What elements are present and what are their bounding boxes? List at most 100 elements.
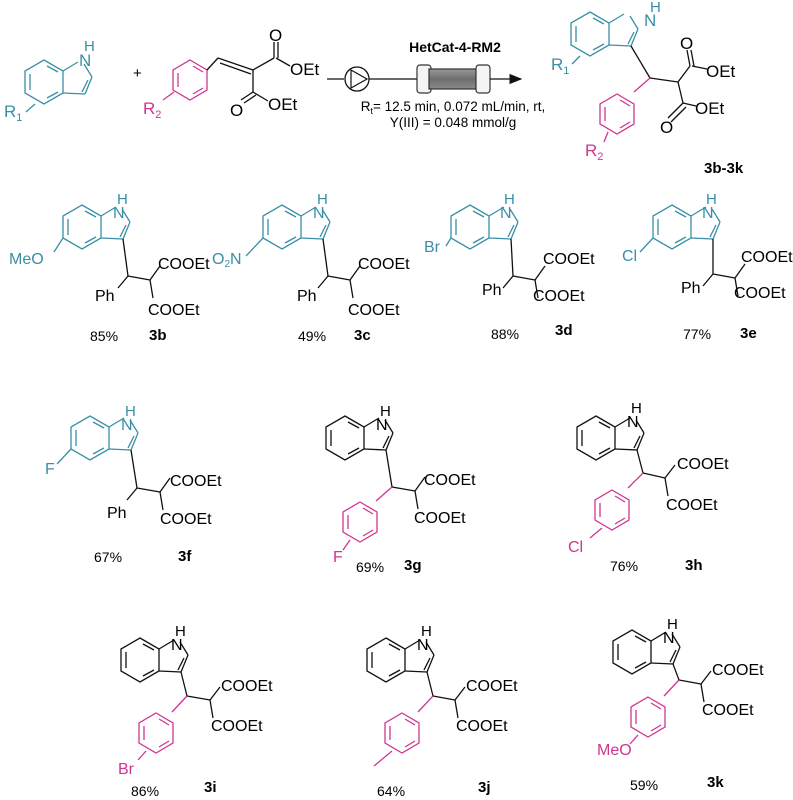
- svg-text:H: H: [504, 191, 515, 208]
- reactant-alkylidene-malonate: R2 O OEt O OEt: [143, 26, 320, 121]
- compound-label: 3e: [740, 325, 757, 342]
- svg-text:Br: Br: [424, 239, 441, 256]
- compound-label: 3c: [354, 327, 371, 344]
- svg-text:N: N: [171, 637, 183, 654]
- product-general-structure: R1 H N O OEt O OEt R2 3b-3k: [551, 0, 744, 177]
- methyl-group: [373, 750, 393, 767]
- compound-3k: H N COOEt COOEt MeO 59% 3k: [597, 616, 764, 793]
- svg-text:COOEt: COOEt: [414, 510, 466, 527]
- svg-text:OEt: OEt: [268, 95, 298, 114]
- svg-text:O2N: O2N: [212, 251, 242, 270]
- compound-label: 3j: [478, 779, 491, 796]
- svg-text:H: H: [380, 403, 391, 420]
- compound-3f: F H N COOEt COOEt Ph 67% 3f: [45, 403, 222, 565]
- svg-text:N: N: [121, 417, 133, 434]
- conditions-line-2: Y(III) = 0.048 mmol/g: [390, 115, 516, 130]
- svg-text:R2: R2: [585, 141, 603, 163]
- svg-text:COOEt: COOEt: [466, 678, 518, 695]
- svg-text:Ph: Ph: [297, 288, 317, 305]
- plus-sign: +: [133, 65, 142, 82]
- compound-label: 3b: [149, 327, 167, 344]
- r1-label: R1: [4, 102, 22, 124]
- svg-text:COOEt: COOEt: [211, 718, 263, 735]
- svg-text:O: O: [660, 118, 673, 137]
- svg-text:F: F: [45, 461, 55, 478]
- svg-text:H: H: [117, 191, 128, 208]
- svg-text:N: N: [627, 414, 639, 431]
- svg-text:H: H: [317, 191, 328, 208]
- svg-text:COOEt: COOEt: [456, 718, 508, 735]
- yield: 59%: [630, 777, 658, 793]
- svg-text:O: O: [230, 101, 243, 120]
- yield: 76%: [610, 558, 638, 574]
- svg-text:H: H: [421, 623, 432, 640]
- svg-text:N: N: [79, 51, 91, 70]
- svg-text:MeO: MeO: [9, 251, 44, 268]
- yield: 86%: [131, 783, 159, 799]
- product-series-label: 3b-3k: [704, 160, 744, 177]
- compound-3e: Cl H N COOEt COOEt Ph 77% 3e: [622, 191, 793, 342]
- svg-text:COOEt: COOEt: [348, 302, 400, 319]
- svg-text:H: H: [650, 0, 661, 16]
- svg-text:COOEt: COOEt: [543, 251, 595, 268]
- svg-text:COOEt: COOEt: [533, 288, 585, 305]
- flow-reactor: HetCat-4-RM2 Rt= 12.5 min, 0.072 mL/min,…: [327, 39, 545, 130]
- svg-text:N: N: [376, 417, 388, 434]
- svg-text:F: F: [333, 549, 343, 566]
- svg-text:COOEt: COOEt: [170, 473, 222, 490]
- svg-text:N: N: [702, 205, 714, 222]
- svg-text:COOEt: COOEt: [666, 497, 718, 514]
- svg-text:H: H: [631, 400, 642, 417]
- svg-text:COOEt: COOEt: [424, 472, 476, 489]
- reactant-indole: R1 H N: [4, 38, 95, 124]
- yield: 49%: [298, 328, 326, 344]
- conditions-line-1: Rt= 12.5 min, 0.072 mL/min, rt,: [361, 99, 545, 116]
- svg-text:Ph: Ph: [681, 280, 701, 297]
- svg-text:N: N: [313, 205, 325, 222]
- svg-text:COOEt: COOEt: [741, 249, 793, 266]
- svg-text:COOEt: COOEt: [158, 256, 210, 273]
- compound-label: 3i: [204, 779, 217, 796]
- svg-text:COOEt: COOEt: [677, 456, 729, 473]
- yield: 67%: [94, 549, 122, 565]
- compound-3b: MeO H N COOEt COOEt Ph 85% 3b: [9, 191, 210, 344]
- svg-text:H: H: [84, 38, 95, 55]
- svg-text:Ph: Ph: [107, 505, 127, 522]
- svg-text:COOEt: COOEt: [160, 511, 212, 528]
- svg-text:COOEt: COOEt: [712, 662, 764, 679]
- svg-text:N: N: [500, 205, 512, 222]
- yield: 88%: [491, 326, 519, 342]
- r2-label: R2: [143, 99, 161, 121]
- yield: 85%: [90, 328, 118, 344]
- svg-text:N: N: [644, 11, 656, 30]
- svg-text:Cl: Cl: [568, 539, 583, 556]
- svg-text:COOEt: COOEt: [358, 256, 410, 273]
- yield: 77%: [683, 326, 711, 342]
- svg-text:COOEt: COOEt: [734, 285, 786, 302]
- svg-text:OEt: OEt: [290, 60, 320, 79]
- svg-text:R1: R1: [551, 55, 569, 77]
- compound-label: 3h: [685, 557, 703, 574]
- svg-text:H: H: [706, 191, 717, 208]
- catalyst-column-icon: [428, 68, 478, 90]
- svg-text:N: N: [417, 637, 429, 654]
- yield: 64%: [377, 783, 405, 799]
- svg-text:N: N: [663, 630, 675, 647]
- svg-text:COOEt: COOEt: [148, 302, 200, 319]
- svg-text:H: H: [175, 623, 186, 640]
- compound-3i: H N COOEt COOEt Br 86% 3i: [118, 623, 273, 799]
- compound-label: 3k: [707, 774, 724, 791]
- compound-label: 3d: [555, 322, 573, 339]
- compound-3j: H N COOEt COOEt 64% 3j: [366, 623, 518, 799]
- compound-label: 3g: [404, 557, 422, 574]
- svg-text:O: O: [680, 34, 693, 53]
- catalyst-label: HetCat-4-RM2: [409, 39, 501, 55]
- svg-text:COOEt: COOEt: [702, 702, 754, 719]
- svg-text:Br: Br: [118, 761, 135, 778]
- yield: 69%: [356, 559, 384, 575]
- svg-text:H: H: [667, 616, 678, 633]
- svg-text:Ph: Ph: [482, 282, 502, 299]
- svg-text:N: N: [113, 205, 125, 222]
- svg-text:O: O: [269, 26, 282, 45]
- compound-label: 3f: [178, 548, 192, 565]
